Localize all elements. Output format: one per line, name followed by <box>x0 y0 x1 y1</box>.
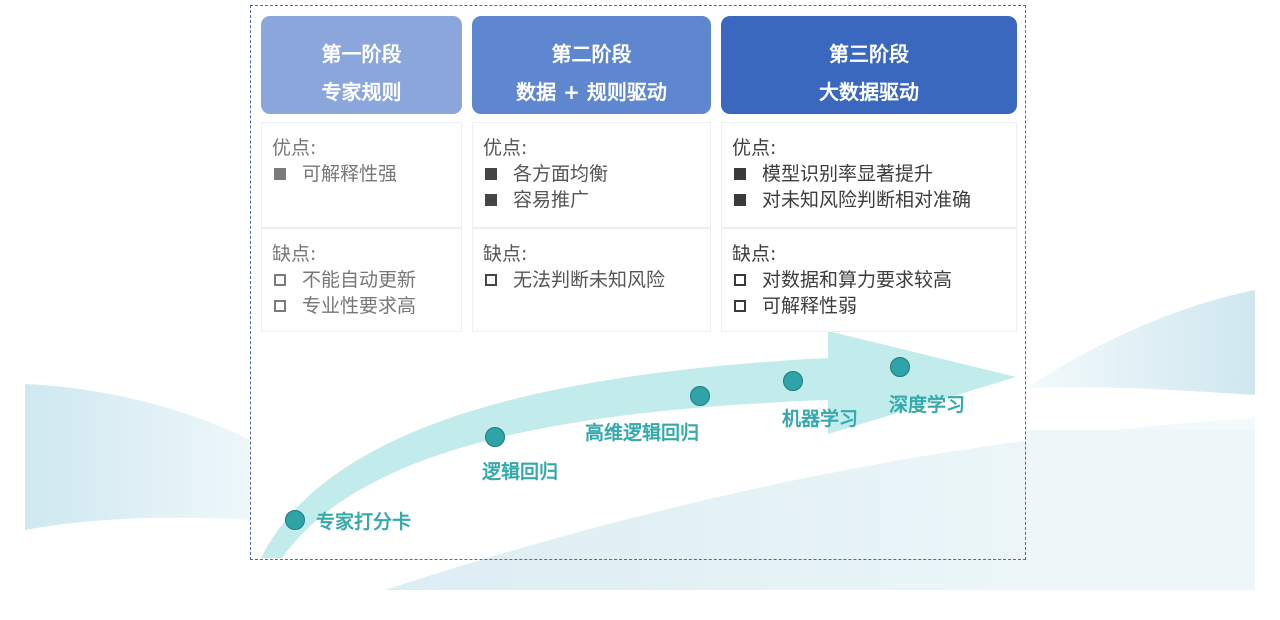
stage-frame <box>250 5 1026 560</box>
milestone-3-label: 高维逻辑回归 <box>585 422 700 444</box>
stage-1-cons: 缺点: 不能自动更新 专业性要求高 <box>261 228 462 332</box>
hollow-square-bullet-icon <box>734 274 746 286</box>
stage-3-title: 第三阶段 <box>829 42 909 66</box>
milestone-5-label: 深度学习 <box>889 394 966 416</box>
stage-3-pros-label: 优点: <box>732 137 777 159</box>
list-item: 无法判断未知风险 <box>483 267 700 293</box>
filled-square-bullet-icon <box>734 194 746 206</box>
list-item: 容易推广 <box>483 187 700 213</box>
filled-square-bullet-icon <box>485 168 497 180</box>
list-item: 可解释性弱 <box>732 293 1006 319</box>
stage-3-cons-label: 缺点: <box>732 243 777 265</box>
stage-2-cons: 缺点: 无法判断未知风险 <box>472 228 711 332</box>
wave-left <box>25 384 250 530</box>
milestone-3-dot <box>690 386 710 406</box>
milestone-4-label: 机器学习 <box>782 408 859 430</box>
stage-1-pros-label: 优点: <box>272 137 317 159</box>
stage-2-pros: 优点: 各方面均衡 容易推广 <box>472 122 711 228</box>
stage-1-pros: 优点: 可解释性强 <box>261 122 462 228</box>
list-item: 模型识别率显著提升 <box>732 161 1006 187</box>
stage-1-cons-label: 缺点: <box>272 243 317 265</box>
stage-2-subtitle: 数据 + 规则驱动 <box>516 80 667 104</box>
stage-1-subtitle: 专家规则 <box>321 80 402 104</box>
list-item: 各方面均衡 <box>483 161 700 187</box>
hollow-square-bullet-icon <box>274 300 286 312</box>
list-item: 对未知风险判断相对准确 <box>732 187 1006 213</box>
milestone-2-dot <box>485 427 505 447</box>
progress-arrow-shape <box>261 331 1016 558</box>
stage-2-pros-label: 优点: <box>483 137 528 159</box>
list-item: 专业性要求高 <box>272 293 451 319</box>
milestone-1-label: 专家打分卡 <box>316 511 412 533</box>
stage-3-cons: 缺点: 对数据和算力要求较高 可解释性弱 <box>721 228 1017 332</box>
hollow-square-bullet-icon <box>734 300 746 312</box>
stage-1-header: 第一阶段 专家规则 <box>261 16 462 114</box>
milestone-5-dot <box>890 357 910 377</box>
wave-right <box>1026 290 1255 395</box>
filled-square-bullet-icon <box>734 168 746 180</box>
milestone-1-dot <box>285 510 305 530</box>
filled-square-bullet-icon <box>485 194 497 206</box>
milestone-4-dot <box>783 371 803 391</box>
stage-2-header: 第二阶段 数据 + 规则驱动 <box>472 16 711 114</box>
stage-3-header: 第三阶段 大数据驱动 <box>721 16 1017 114</box>
wave-bottom-right-fill <box>1026 430 1255 590</box>
stage-2-title: 第二阶段 <box>551 42 632 66</box>
filled-square-bullet-icon <box>274 168 286 180</box>
list-item: 对数据和算力要求较高 <box>732 267 1006 293</box>
stage-3-pros: 优点: 模型识别率显著提升 对未知风险判断相对准确 <box>721 122 1017 228</box>
stage-3-subtitle: 大数据驱动 <box>819 80 919 104</box>
list-item: 可解释性强 <box>272 161 451 187</box>
hollow-square-bullet-icon <box>485 274 497 286</box>
stage-1-title: 第一阶段 <box>321 42 402 66</box>
hollow-square-bullet-icon <box>274 274 286 286</box>
milestone-2-label: 逻辑回归 <box>482 461 559 483</box>
stage-2-cons-label: 缺点: <box>483 243 528 265</box>
list-item: 不能自动更新 <box>272 267 451 293</box>
